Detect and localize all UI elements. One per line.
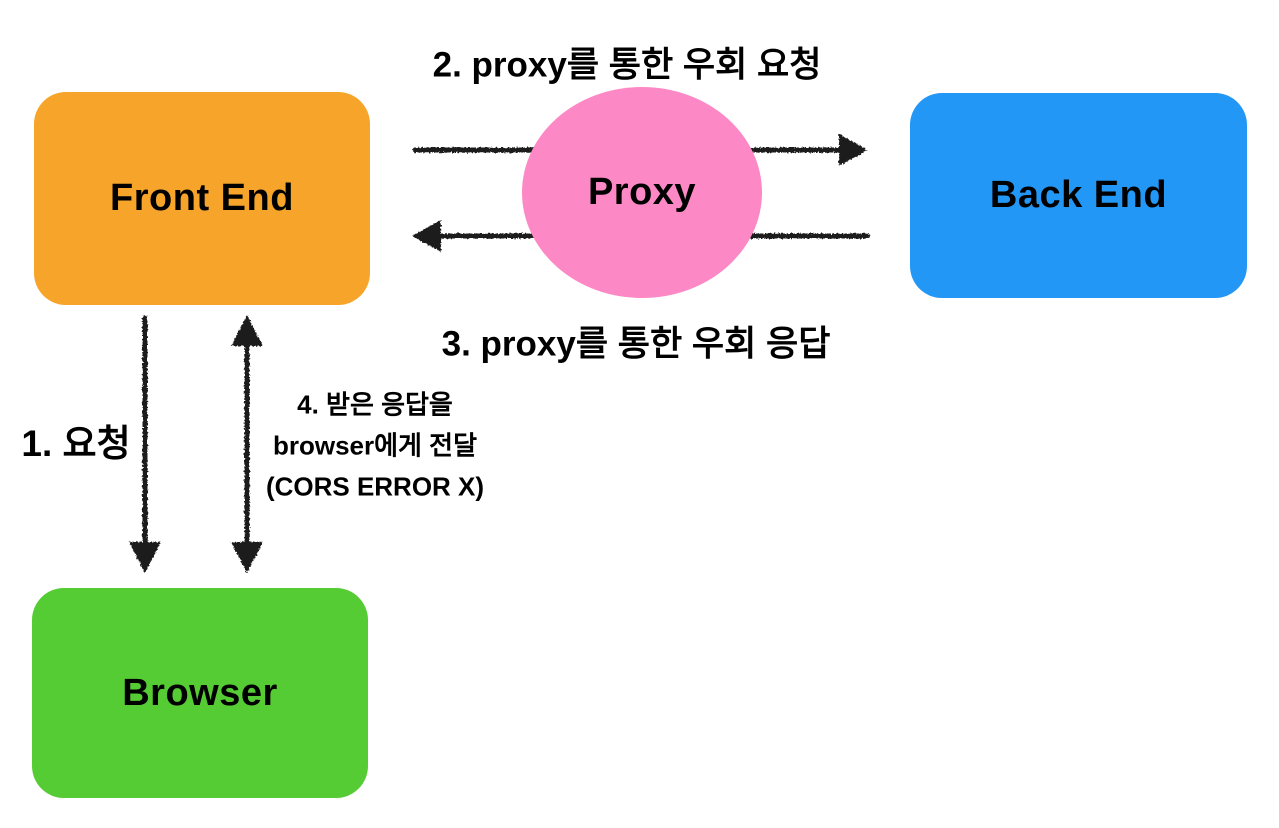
node-front-end-label: Front End <box>110 177 294 219</box>
edge-label-deliver-response: 4. 받은 응답을 browser에게 전달 (CORS ERROR X) <box>266 385 484 508</box>
node-proxy-label: Proxy <box>587 171 697 213</box>
node-browser: Browser <box>32 588 368 798</box>
node-proxy: Proxy <box>522 87 762 298</box>
node-back-end: Back End <box>910 93 1247 298</box>
edge-label-deliver-response-line-3: (CORS ERROR X) <box>265 471 485 502</box>
edge-label-response-via-proxy: 3. proxy를 통한 우회 응답 <box>441 324 831 364</box>
arrow-request-down <box>129 315 161 573</box>
node-front-end: Front End <box>34 92 370 305</box>
edge-label-request-via-proxy: 2. proxy를 통한 우회 요청 <box>432 45 822 85</box>
node-back-end-label: Back End <box>989 174 1168 216</box>
edge-label-deliver-response-line-2: browser에게 전달 <box>272 430 478 461</box>
edge-label-request: 1. 요청 <box>21 423 131 464</box>
arrow-deliver-response-updown <box>231 315 263 573</box>
edge-label-deliver-response-line-1: 4. 받은 응답을 <box>297 389 453 420</box>
node-browser-label: Browser <box>122 671 278 714</box>
